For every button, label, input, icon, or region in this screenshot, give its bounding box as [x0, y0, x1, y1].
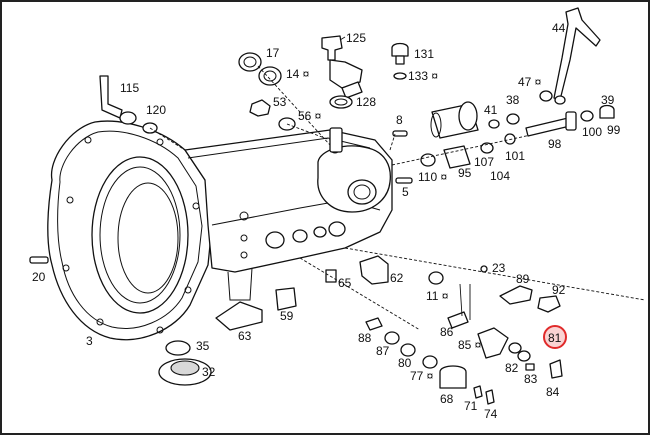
- callout-35: 35: [196, 339, 210, 353]
- part-98-shaft: [525, 104, 615, 137]
- part-81-83-84: [525, 359, 563, 379]
- callout-59: 59: [280, 309, 294, 323]
- callout-53: 53: [273, 95, 287, 109]
- callout-41: 41: [484, 103, 498, 117]
- callout-81: 81: [548, 331, 562, 345]
- callout-83: 83: [524, 372, 538, 386]
- callout-85: 85 ¤: [458, 338, 482, 352]
- callout-39: 39: [601, 93, 615, 107]
- callout-82: 82: [505, 361, 519, 375]
- callout-95: 95: [458, 166, 472, 180]
- part-53-56: [249, 99, 331, 141]
- callout-133: 133 ¤: [408, 69, 438, 83]
- part-44-lever: [539, 7, 601, 105]
- part-95-bushing: [391, 132, 541, 169]
- bell-housing: [47, 120, 213, 341]
- callout-8: 8: [396, 113, 403, 127]
- callout-125: 125: [346, 31, 366, 45]
- callout-17: 17: [266, 46, 280, 60]
- callout-56: 56 ¤: [298, 109, 322, 123]
- callout-86: 86: [440, 325, 454, 339]
- callout-44: 44: [552, 21, 566, 35]
- callout-88: 88: [358, 331, 372, 345]
- highlight-circle-81: [543, 325, 567, 349]
- callout-20: 20: [32, 270, 46, 284]
- part-125-shifter: [321, 35, 363, 99]
- callout-110: 110 ¤: [418, 170, 447, 184]
- callout-101: 101: [505, 149, 525, 163]
- callout-47: 47 ¤: [518, 75, 542, 89]
- part-77-68-71-74: [422, 355, 495, 405]
- callout-92: 92: [552, 283, 566, 297]
- callout-89: 89: [516, 272, 530, 286]
- callout-128: 128: [356, 95, 376, 109]
- callout-63: 63: [238, 329, 252, 343]
- callout-23: 23: [492, 261, 506, 275]
- part-41-cylinder: [430, 101, 520, 139]
- callout-100: 100: [582, 125, 602, 139]
- part-17-14-seals: [238, 52, 331, 146]
- callout-68: 68: [440, 392, 454, 406]
- callout-99: 99: [607, 123, 621, 137]
- part-128-ring: [329, 95, 353, 109]
- part-86-88-80: [365, 283, 531, 362]
- callout-11: 11 ¤: [426, 289, 449, 303]
- callout-107: 107: [474, 155, 494, 169]
- callout-80: 80: [398, 356, 412, 370]
- callout-5: 5: [402, 185, 409, 199]
- callout-3: 3: [86, 334, 93, 348]
- callout-77: 77 ¤: [410, 369, 434, 383]
- callout-87: 87: [376, 344, 390, 358]
- gearbox-case: [184, 127, 393, 301]
- part-131-breather: [391, 42, 409, 80]
- callout-14: 14 ¤: [286, 67, 310, 81]
- callout-62: 62: [390, 271, 404, 285]
- callout-71: 71: [464, 399, 478, 413]
- callout-120: 120: [146, 103, 166, 117]
- callout-74: 74: [484, 407, 498, 421]
- callout-115: 115: [120, 81, 139, 95]
- part-115-tube: [99, 75, 186, 151]
- callout-84: 84: [546, 385, 560, 399]
- part-35-32-mount: [158, 340, 212, 386]
- callout-98: 98: [548, 137, 562, 151]
- callout-131: 131: [414, 47, 434, 61]
- part-8-5-pins: [389, 130, 413, 184]
- part-lower-small: [29, 247, 646, 331]
- callout-38: 38: [506, 93, 520, 107]
- callout-32: 32: [202, 365, 216, 379]
- callout-labels: 125 131 133 ¤ 44 17 14 ¤ 115 120 53 56 ¤…: [32, 21, 621, 421]
- callout-104: 104: [490, 169, 510, 183]
- part-89-92: [499, 285, 561, 313]
- callout-65: 65: [338, 276, 352, 290]
